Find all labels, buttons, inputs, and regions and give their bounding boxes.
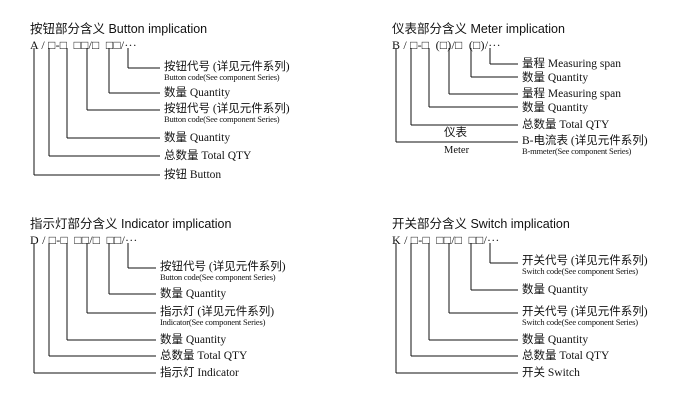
meter-implication-panel: 仪表部分含义 Meter implication B / □-□ (□)/□ (… — [392, 18, 699, 208]
indicator-implication-panel: 指示灯部分含义 Indicator implication D / □-□ □□… — [30, 213, 360, 403]
label-meter-en: Meter — [444, 145, 470, 156]
panel-title: 按钮部分含义 Button implication — [30, 22, 208, 36]
leader-lines — [395, 48, 518, 143]
label-total-qty: 总数量 Total QTY — [160, 350, 248, 362]
label-total-qty: 总数量 Total QTY — [164, 150, 252, 162]
label-quantity-2: 数量 Quantity — [522, 284, 589, 296]
label-quantity-1: 数量 Quantity — [164, 132, 231, 144]
code-pattern: K / □-□ □□/□ □□/··· — [392, 233, 500, 247]
label-indicator-type: 指示灯 Indicator — [160, 367, 239, 379]
label-meter-type: B-电流表 (详见元件系列)B-mmeter(See component Ser… — [522, 135, 648, 156]
label-quantity-2: 数量 Quantity — [160, 288, 227, 300]
code-pattern: B / □-□ (□)/□ (□)/··· — [392, 38, 501, 52]
code-pattern: A / □-□ □□/□ □□/··· — [30, 38, 137, 52]
label-total-qty: 总数量 Total QTY — [522, 119, 610, 131]
label-quantity-2: 数量 Quantity — [164, 87, 231, 99]
panel-title: 开关部分含义 Switch implication — [392, 217, 570, 231]
label-quantity-1: 数量 Quantity — [160, 334, 227, 346]
label-button-code: 按钮代号 (详见元件系列)Button code(See component S… — [160, 261, 286, 282]
label-switch-type: 开关 Switch — [522, 367, 580, 379]
panel-title: 仪表部分含义 Meter implication — [392, 22, 565, 36]
label-meter-cn: 仪表 — [444, 127, 467, 139]
label-button-type: 按钮 Button — [164, 169, 222, 181]
leader-lines — [33, 48, 160, 176]
panel-title: 指示灯部分含义 Indicator implication — [30, 217, 232, 231]
leader-lines — [33, 243, 156, 374]
label-quantity-1: 数量 Quantity — [522, 102, 589, 114]
label-quantity-1: 数量 Quantity — [522, 334, 589, 346]
label-measuring-span-1: 量程 Measuring span — [522, 88, 622, 100]
switch-implication-panel: 开关部分含义 Switch implication K / □-□ □□/□ □… — [392, 213, 699, 403]
label-button-code-2: 按钮代号 (详见元件系列)Button code(See component S… — [164, 61, 290, 82]
label-indicator-code: 指示灯 (详见元件系列)Indicator(See component Seri… — [160, 306, 275, 327]
button-implication-panel: 按钮部分含义 Button implication A / □-□ □□/□ □… — [30, 18, 360, 208]
label-switch-code-1: 开关代号 (详见元件系列)Switch code(See component S… — [522, 306, 648, 327]
code-pattern: D / □-□ □□/□ □□/··· — [30, 233, 138, 247]
label-quantity-2: 数量 Quantity — [522, 72, 589, 84]
label-switch-code-2: 开关代号 (详见元件系列)Switch code(See component S… — [522, 255, 648, 276]
label-button-code-1: 按钮代号 (详见元件系列)Button code(See component S… — [164, 103, 290, 124]
leader-lines — [395, 243, 518, 374]
label-total-qty: 总数量 Total QTY — [522, 350, 610, 362]
label-measuring-span-2: 量程 Measuring span — [522, 58, 622, 70]
